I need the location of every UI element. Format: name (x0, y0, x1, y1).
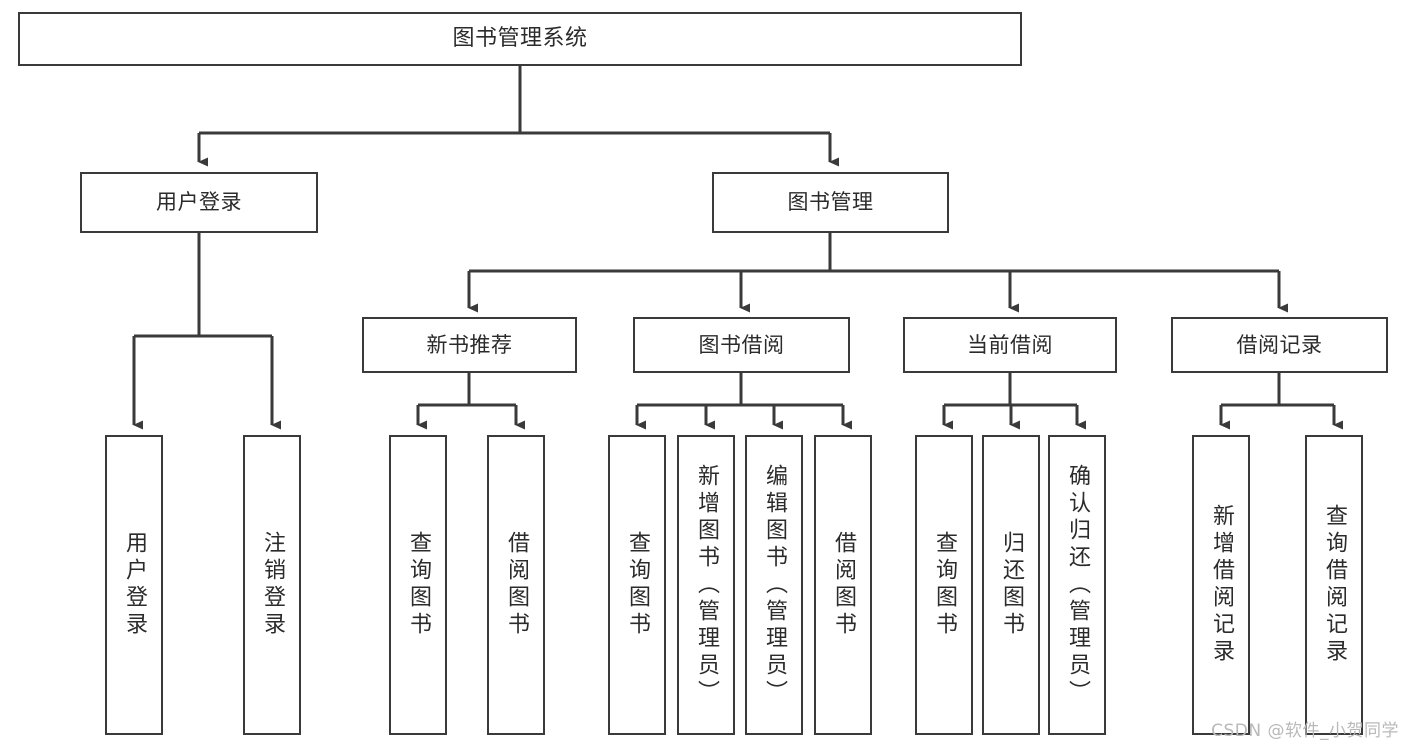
node-new-book-recommend-label: 新书推荐 (426, 332, 513, 357)
node-leaf-nbr-query-book[interactable]: 查询图书 (389, 435, 447, 735)
node-leaf-nbr-borrow-book[interactable]: 借阅图书 (487, 435, 545, 735)
node-leaf-bb-edit-book-label: 编辑图书（管理员） (762, 463, 787, 707)
node-user-login-label: 用户登录 (156, 190, 242, 215)
node-leaf-nbr-borrow-book-label: 借阅图书 (504, 531, 529, 639)
node-leaf-bb-borrow-book-label: 借阅图书 (831, 531, 856, 639)
node-leaf-bb-add-book-label: 新增图书（管理员） (694, 463, 719, 707)
node-leaf-bb-query-book-label: 查询图书 (625, 531, 650, 639)
node-leaf-br-add-record[interactable]: 新增借阅记录 (1192, 435, 1250, 735)
node-leaf-br-add-record-label: 新增借阅记录 (1209, 504, 1234, 666)
node-book-borrow[interactable]: 图书借阅 (633, 317, 850, 373)
node-leaf-user-login[interactable]: 用户登录 (105, 435, 163, 735)
node-leaf-cb-query-book-label: 查询图书 (932, 531, 957, 639)
node-book-management[interactable]: 图书管理 (712, 172, 949, 233)
node-leaf-br-query-record[interactable]: 查询借阅记录 (1305, 435, 1363, 735)
node-borrow-record[interactable]: 借阅记录 (1171, 317, 1388, 373)
watermark-text: CSDN @软件_小贺同学 (1211, 721, 1399, 741)
node-root-label: 图书管理系统 (452, 26, 588, 52)
node-current-borrow[interactable]: 当前借阅 (903, 317, 1117, 373)
node-leaf-bb-borrow-book[interactable]: 借阅图书 (814, 435, 872, 735)
node-user-login[interactable]: 用户登录 (80, 172, 318, 233)
node-leaf-nbr-query-book-label: 查询图书 (406, 531, 431, 639)
node-leaf-cb-confirm-return[interactable]: 确认归还（管理员） (1048, 435, 1106, 735)
node-leaf-logout-label: 注销登录 (260, 531, 285, 639)
node-leaf-bb-add-book[interactable]: 新增图书（管理员） (677, 435, 735, 735)
node-leaf-bb-query-book[interactable]: 查询图书 (608, 435, 666, 735)
node-borrow-record-label: 借阅记录 (1236, 332, 1323, 357)
node-leaf-cb-return-book-label: 归还图书 (999, 531, 1024, 639)
node-leaf-cb-confirm-return-label: 确认归还（管理员） (1065, 463, 1090, 707)
node-leaf-cb-return-book[interactable]: 归还图书 (982, 435, 1040, 735)
node-root-library-management-system[interactable]: 图书管理系统 (18, 12, 1022, 66)
node-leaf-bb-edit-book[interactable]: 编辑图书（管理员） (745, 435, 803, 735)
node-leaf-br-query-record-label: 查询借阅记录 (1322, 504, 1347, 666)
node-book-borrow-label: 图书借阅 (698, 332, 785, 357)
node-leaf-user-login-label: 用户登录 (122, 531, 147, 639)
node-book-management-label: 图书管理 (787, 190, 874, 215)
node-new-book-recommend[interactable]: 新书推荐 (362, 317, 577, 373)
node-leaf-logout[interactable]: 注销登录 (243, 435, 301, 735)
node-leaf-cb-query-book[interactable]: 查询图书 (915, 435, 973, 735)
node-current-borrow-label: 当前借阅 (967, 332, 1053, 357)
